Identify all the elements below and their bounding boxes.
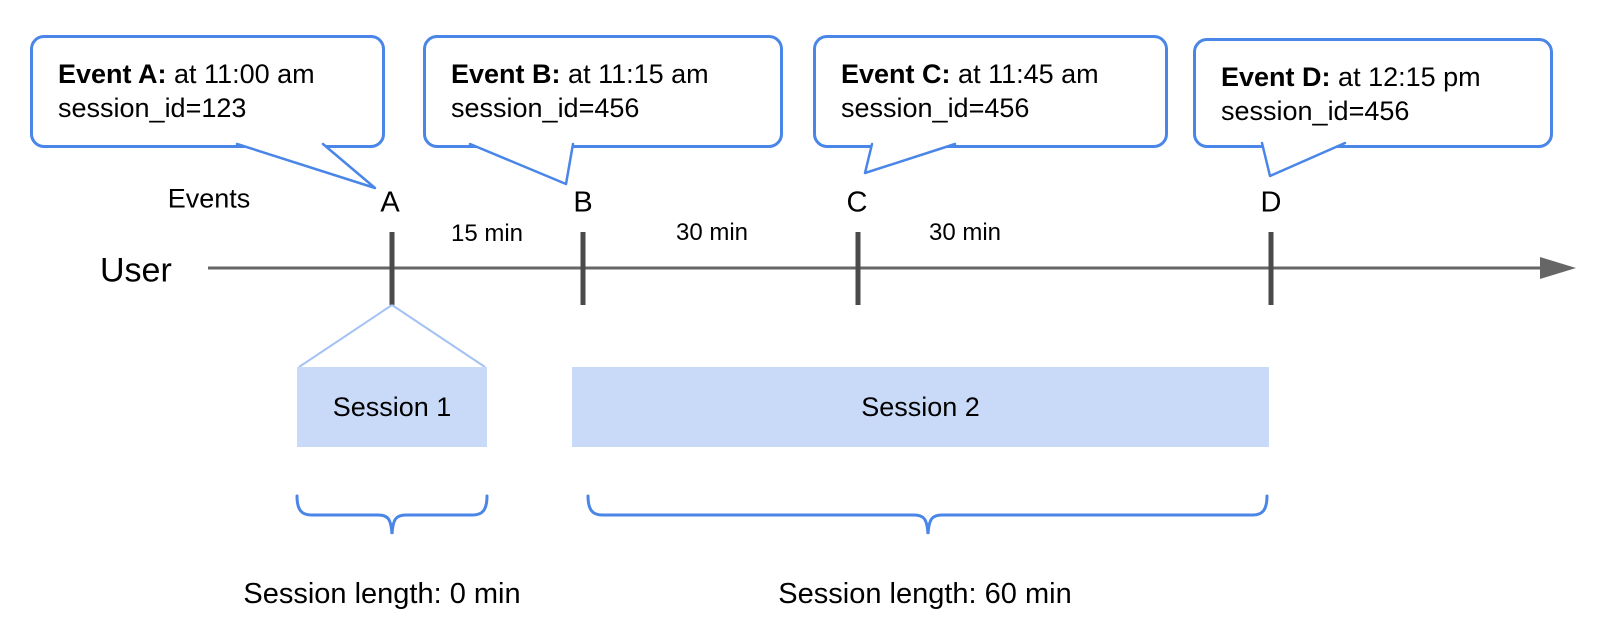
session-2-box: Session 2: [572, 367, 1269, 447]
session-2-label: Session 2: [861, 391, 980, 422]
callout-event-d-session: session_id=456: [1221, 96, 1410, 126]
interval-b-c-label: 30 min: [675, 219, 749, 246]
callout-event-c-time: at 11:45 am: [958, 59, 1099, 89]
callout-event-b-time: at 11:15 am: [568, 59, 709, 89]
funnel-left-line: [298, 304, 393, 368]
callout-event-c-title: Event C:: [841, 59, 951, 89]
event-letter-d: D: [1260, 186, 1282, 219]
interval-c-d-label: 30 min: [928, 219, 1002, 246]
timeline-arrowhead-icon: [1540, 257, 1576, 279]
callout-event-c-session: session_id=456: [841, 93, 1030, 123]
callout-event-a: Event A: at 11:00 am session_id=123: [30, 35, 385, 148]
interval-a-b-label: 15 min: [450, 220, 524, 247]
event-letter-c: C: [846, 186, 868, 219]
callout-event-d-time: at 12:15 pm: [1338, 62, 1481, 92]
callout-event-a-time: at 11:00 am: [174, 59, 315, 89]
callout-event-a-line1: Event A: at 11:00 am: [58, 57, 357, 91]
callout-event-b-session: session_id=456: [451, 93, 640, 123]
callout-event-b-line1: Event B: at 11:15 am: [451, 57, 755, 91]
session-1-length-label: Session length: 0 min: [243, 578, 521, 610]
callout-event-d: Event D: at 12:15 pm session_id=456: [1193, 38, 1553, 148]
callout-event-a-title: Event A:: [58, 59, 167, 89]
callout-event-a-session: session_id=123: [58, 93, 247, 123]
user-row-label: User: [100, 251, 172, 290]
event-letter-b: B: [573, 186, 593, 219]
callout-tail-d-icon: [1260, 141, 1347, 178]
session-1-box: Session 1: [297, 367, 487, 447]
brace-session-2: [586, 494, 1269, 535]
callout-event-d-title: Event D:: [1221, 62, 1331, 92]
callout-tail-c-icon: [863, 142, 957, 175]
callout-event-d-line1: Event D: at 12:15 pm: [1221, 60, 1525, 94]
events-row-label: Events: [167, 183, 251, 214]
callout-event-b-title: Event B:: [451, 59, 561, 89]
callout-event-b: Event B: at 11:15 am session_id=456: [423, 35, 783, 148]
callout-tail-b-icon: [468, 142, 575, 186]
funnel-right-line: [391, 304, 486, 368]
callout-event-c-line1: Event C: at 11:45 am: [841, 57, 1140, 91]
event-letter-a: A: [380, 186, 400, 219]
callout-event-c: Event C: at 11:45 am session_id=456: [813, 35, 1168, 148]
session-2-length-label: Session length: 60 min: [778, 578, 1072, 610]
callout-tail-a-icon: [235, 142, 377, 190]
brace-session-1: [295, 494, 489, 535]
session-1-label: Session 1: [332, 391, 452, 422]
